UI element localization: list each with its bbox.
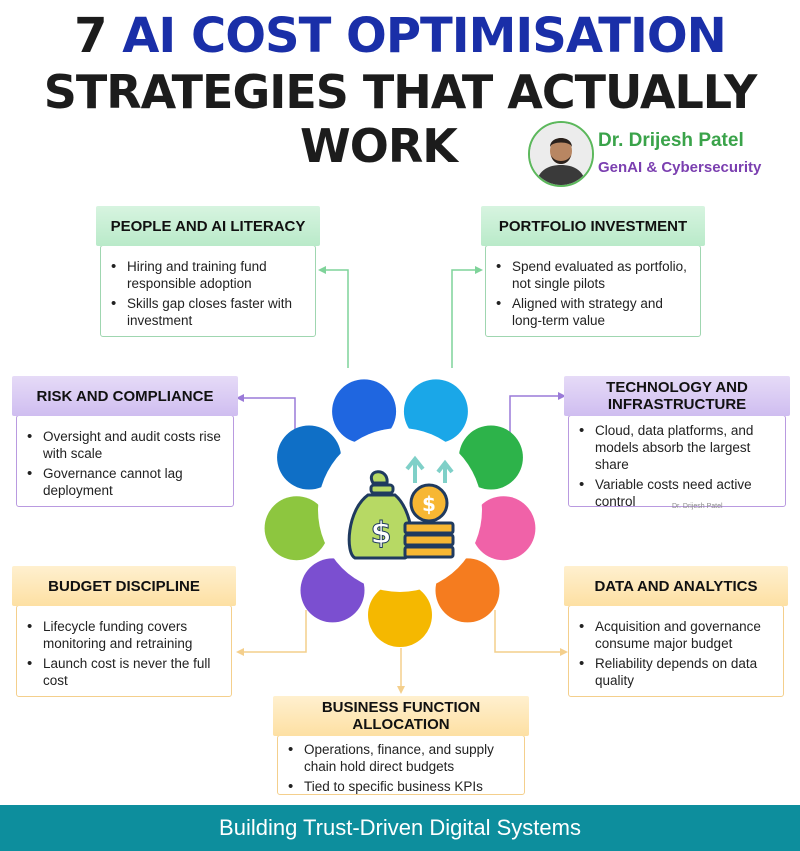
list-item: Governance cannot lag deployment [23, 465, 229, 499]
heading-budget: BUDGET DISCIPLINE [12, 566, 236, 606]
list-item: Hiring and training fund responsible ado… [107, 258, 311, 292]
connector-people [320, 269, 349, 368]
card-technology: Cloud, data platforms, and models absorb… [568, 415, 786, 509]
heading-people: PEOPLE AND AI LITERACY [96, 206, 320, 246]
svg-text:$: $ [371, 516, 392, 551]
card-data: Acquisition and governance consume major… [568, 605, 784, 697]
wheel-circle [300, 558, 365, 623]
wheel-circle [264, 496, 329, 561]
list-item: Reliability depends on data quality [575, 655, 781, 689]
wheel-circle [458, 425, 523, 490]
wheel-circles [264, 379, 536, 647]
connector-technology [509, 395, 564, 440]
business-bullets: Operations, finance, and supply chain ho… [284, 741, 524, 798]
title-line-1: 7 AI COST OPTIMISATION [0, 6, 800, 66]
heading-technology: TECHNOLOGY AND INFRASTRUCTURE [564, 376, 790, 416]
list-item: Acquisition and governance consume major… [575, 618, 781, 652]
list-item: Skills gap closes faster with investment [107, 295, 311, 329]
card-business: Operations, finance, and supply chain ho… [277, 735, 525, 795]
heading-risk: RISK AND COMPLIANCE [12, 376, 238, 416]
list-item: Operations, finance, and supply chain ho… [284, 741, 524, 775]
person-icon [530, 123, 592, 185]
people-bullets: Hiring and training fund responsible ado… [107, 258, 311, 332]
list-item: Launch cost is never the full cost [23, 655, 227, 689]
author-role: GenAI & Cybersecurity [598, 159, 762, 176]
watermark: Dr. Drijesh Patel [672, 503, 723, 510]
connector-risk [238, 397, 296, 440]
list-item: Oversight and audit costs rise with scal… [23, 428, 229, 462]
connector-data [494, 610, 566, 653]
title-highlight: AI COST OPTIMISATION [122, 8, 727, 64]
list-item: Cloud, data platforms, and models absorb… [575, 422, 781, 473]
heading-portfolio: PORTFOLIO INVESTMENT [481, 206, 705, 246]
wheel-circle [471, 496, 536, 561]
list-item: Variable costs need active control [575, 476, 781, 510]
heading-data: DATA AND ANALYTICS [564, 566, 788, 606]
connector-portfolio [451, 269, 480, 368]
card-portfolio: Spend evaluated as portfolio, not single… [485, 245, 701, 337]
technology-bullets: Cloud, data platforms, and models absorb… [575, 422, 781, 513]
list-item: Aligned with strategy and long-term valu… [492, 295, 696, 329]
footer-banner: Building Trust-Driven Digital Systems [0, 805, 800, 851]
risk-bullets: Oversight and audit costs rise with scal… [23, 428, 229, 502]
budget-bullets: Lifecycle funding covers monitoring and … [23, 618, 227, 692]
wheel-circle [435, 558, 500, 623]
strategy-wheel: $ $ [264, 379, 536, 647]
list-item: Tied to specific business KPIs [284, 778, 524, 795]
wheel-circle [403, 379, 468, 444]
card-risk: Oversight and audit costs rise with scal… [16, 415, 234, 507]
wheel-circle [368, 583, 432, 647]
card-budget: Lifecycle funding covers monitoring and … [16, 605, 232, 697]
title-line-3: WORK [300, 119, 458, 173]
title-number: 7 [74, 8, 107, 64]
wheel-circle [277, 425, 342, 490]
svg-text:$: $ [422, 492, 436, 516]
heading-business: BUSINESS FUNCTION ALLOCATION [273, 696, 529, 736]
data-bullets: Acquisition and governance consume major… [575, 618, 781, 692]
money-bag-coins-icon: $ $ [347, 455, 455, 560]
list-item: Spend evaluated as portfolio, not single… [492, 258, 696, 292]
list-item: Lifecycle funding covers monitoring and … [23, 618, 227, 652]
wheel-circle [332, 379, 397, 444]
author-name: Dr. Drijesh Patel [598, 130, 744, 151]
connector-budget [238, 610, 307, 653]
connector-lines [236, 266, 568, 694]
portfolio-bullets: Spend evaluated as portfolio, not single… [492, 258, 696, 332]
author-avatar [528, 121, 594, 187]
title-line-2: STRATEGIES THAT ACTUALLY [43, 65, 758, 119]
card-people: Hiring and training fund responsible ado… [100, 245, 316, 337]
